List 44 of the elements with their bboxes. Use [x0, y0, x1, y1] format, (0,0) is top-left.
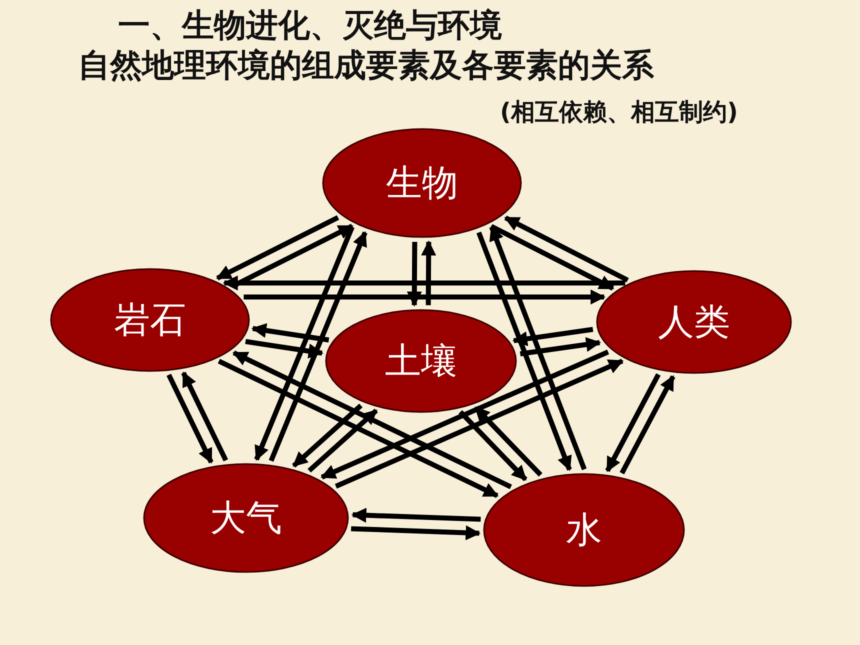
arrow — [489, 226, 587, 470]
ellipse-node — [322, 128, 522, 238]
arrow — [351, 508, 481, 523]
arrow — [244, 290, 606, 304]
arrow — [476, 232, 572, 472]
arrow — [474, 406, 542, 477]
ellipse-node — [143, 463, 349, 573]
ellipse-node — [50, 268, 250, 372]
arrow — [245, 339, 324, 358]
ellipse-node — [596, 270, 792, 374]
ellipse-node — [483, 473, 685, 587]
ellipse-node — [325, 309, 517, 413]
node-label: 生物 — [386, 162, 458, 206]
arrow — [512, 326, 594, 346]
arrow — [620, 375, 676, 474]
arrow — [308, 408, 378, 473]
arrow — [216, 215, 340, 280]
node-label: 人类 — [658, 300, 730, 344]
node-label: 土壤 — [385, 340, 457, 384]
arrow — [166, 374, 214, 464]
arrow — [320, 350, 610, 480]
arrow — [605, 373, 661, 472]
arrow — [222, 276, 626, 290]
subtitle: 自然地理环境的组成要素及各要素的关系 — [78, 45, 654, 86]
title: 一、生物进化、灭绝与环境 — [118, 5, 502, 46]
node-label: 岩石 — [114, 298, 186, 342]
arrow — [520, 337, 602, 356]
note: (相互依赖、相互制约) — [500, 97, 738, 128]
arrow — [406, 242, 422, 307]
arrow — [334, 358, 624, 489]
arrow — [251, 323, 330, 342]
arrow — [232, 350, 512, 490]
arrow — [218, 358, 499, 498]
arrow — [268, 231, 368, 462]
arrow — [504, 216, 629, 282]
arrow — [490, 224, 614, 291]
arrow — [458, 410, 528, 482]
node-label: 水 — [566, 508, 602, 552]
arrow — [254, 226, 355, 461]
arrow — [351, 525, 481, 540]
arrow — [292, 404, 363, 468]
arrow — [421, 240, 436, 306]
node-label: 大气 — [210, 496, 282, 540]
arrow — [181, 372, 228, 462]
